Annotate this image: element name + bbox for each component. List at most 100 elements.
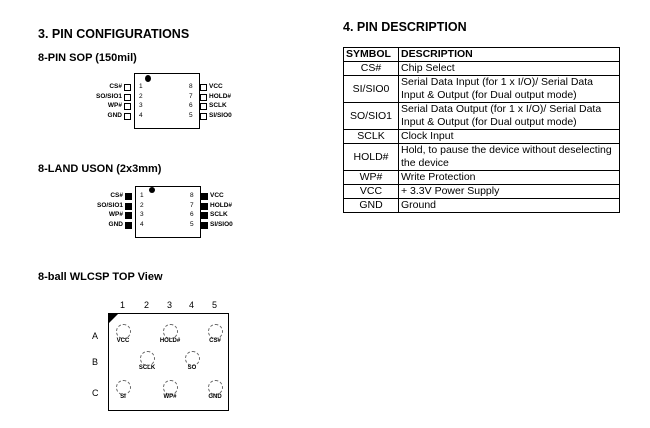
pin-pad-icon [200, 112, 207, 120]
symbol-cell: VCC [343, 184, 399, 199]
pin-number: 2 [140, 201, 144, 209]
column-label: 1 [120, 300, 126, 310]
symbol-cell: CS# [343, 61, 399, 76]
pin-number: 4 [140, 220, 144, 228]
pin-name-label: WP# [107, 102, 122, 109]
description-cell: Serial Data Input (for 1 x I/O)/ Serial … [398, 75, 620, 103]
pin-pad-icon [200, 93, 207, 101]
ball-label: SCLK [138, 365, 156, 371]
pin-pad-icon [125, 221, 132, 229]
description-header: DESCRIPTION [398, 47, 620, 62]
uson-chip [135, 186, 201, 238]
pin-name-label: CS# [109, 83, 122, 90]
pin-name-label: CS# [110, 192, 123, 199]
ball-label: SI [120, 394, 126, 400]
table-row: WP#Write Protection [343, 170, 620, 185]
symbol-cell: SI/SIO0 [343, 75, 399, 103]
column-label: 3 [167, 300, 173, 310]
pin-pad-icon [201, 212, 208, 219]
table-row: HOLD#Hold, to pause the device without d… [343, 143, 620, 171]
pin-name-label: GND [108, 220, 123, 228]
pin-pad-icon [125, 212, 132, 219]
symbol-header: SYMBOL [343, 47, 399, 62]
pin-number: 8 [190, 192, 194, 199]
corner-marker [109, 314, 118, 323]
description-cell: + 3.3V Power Supply [398, 184, 620, 199]
pin1-dot [149, 187, 155, 193]
column-label: 4 [189, 300, 195, 310]
description-cell: Write Protection [398, 170, 620, 185]
pin-number: 6 [190, 211, 194, 218]
symbol-cell: HOLD# [343, 143, 399, 171]
pin-pad-icon [124, 103, 131, 110]
pin-name-label: SO/SIO1 [96, 201, 123, 209]
pin-number: 6 [189, 102, 193, 109]
pin-number: 2 [139, 92, 143, 100]
symbol-cell: GND [343, 198, 399, 213]
pin-number: 7 [190, 201, 194, 209]
solder-ball-icon [116, 380, 131, 395]
pin-number: 4 [139, 111, 143, 119]
sop-heading: 8-PIN SOP (150mil) [38, 52, 137, 64]
pin-pad-icon [124, 112, 131, 120]
pin-number: 1 [139, 83, 143, 90]
ball-label: CS# [209, 338, 221, 344]
solder-ball-icon [208, 324, 223, 339]
pin-pad-icon [125, 202, 132, 210]
pin-pad-icon [125, 193, 132, 200]
sop-chip [134, 73, 200, 129]
row-label: B [92, 357, 99, 367]
row-label: C [92, 388, 99, 398]
pin-pad-icon [124, 93, 131, 101]
ball-label: SO [187, 365, 197, 371]
table-row: VCC+ 3.3V Power Supply [343, 184, 620, 199]
ball-label: HOLD# [159, 338, 181, 344]
pin-pad-icon [124, 84, 131, 91]
pin-pad-icon [200, 84, 207, 91]
pin-pad-icon [201, 221, 208, 229]
symbol-cell: SO/SIO1 [343, 102, 399, 130]
column-label: 2 [144, 300, 150, 310]
row-label: A [92, 331, 99, 341]
column-label: 5 [212, 300, 218, 310]
symbol-cell: WP# [343, 170, 399, 185]
ball-label: GND [208, 394, 222, 400]
pin-name-label: HOLD# [210, 201, 233, 209]
pin-number: 3 [140, 211, 144, 218]
pin-name-label: SCLK [210, 211, 228, 218]
description-cell: Hold, to pause the device without desele… [398, 143, 620, 171]
pin-pad-icon [201, 193, 208, 200]
solder-ball-icon [163, 380, 178, 395]
uson-heading: 8-LAND USON (2x3mm) [38, 163, 162, 175]
solder-ball-icon [140, 351, 155, 366]
ball-label: WP# [163, 394, 177, 400]
pin-config-heading: 3. PIN CONFIGURATIONS [38, 27, 190, 41]
pin-name-label: SO/SIO1 [95, 92, 122, 100]
pin-number: 5 [189, 111, 193, 119]
pin-name-label: HOLD# [209, 92, 232, 100]
pin-number: 1 [140, 192, 144, 199]
pin-number: 3 [139, 102, 143, 109]
pin-name-label: WP# [108, 211, 123, 218]
pin-pad-icon [200, 103, 207, 110]
pin-name-label: SI/SIO0 [210, 220, 233, 228]
pin-pad-icon [201, 202, 208, 210]
wlcsp-heading: 8-ball WLCSP TOP View [38, 271, 163, 283]
pin-name-label: SCLK [209, 102, 227, 109]
pin1-dot [145, 75, 151, 82]
pin-number: 8 [189, 83, 193, 90]
solder-ball-icon [208, 380, 223, 395]
description-cell: Clock Input [398, 129, 620, 144]
description-cell: Chip Select [398, 61, 620, 76]
table-row: CS#Chip Select [343, 61, 620, 76]
pin-number: 5 [190, 220, 194, 228]
description-cell: Ground [398, 198, 620, 213]
solder-ball-icon [185, 351, 200, 366]
pin-number: 7 [189, 92, 193, 100]
pin-desc-heading: 4. PIN DESCRIPTION [343, 20, 467, 34]
